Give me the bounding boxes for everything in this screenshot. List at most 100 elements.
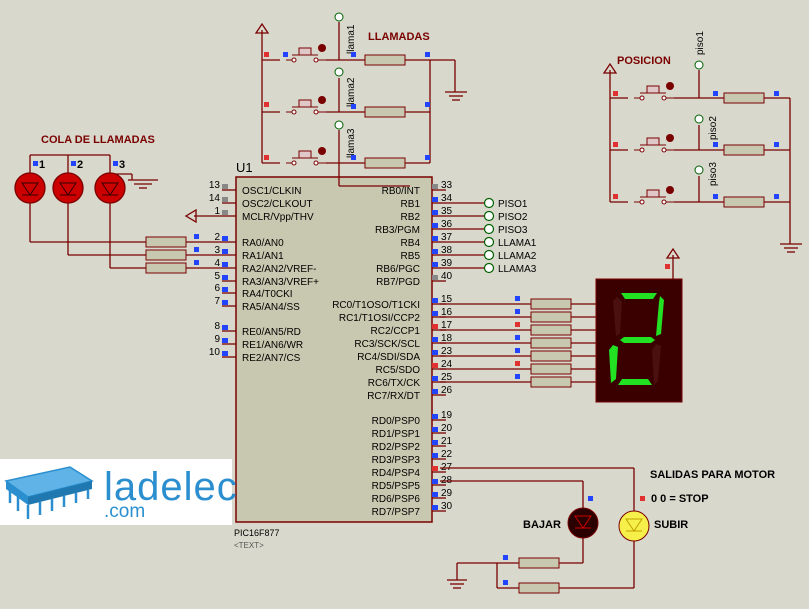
pin-number: 18 [441,333,453,344]
net-label-llama2: LLAMA2 [446,249,537,262]
probe-markers [194,52,779,585]
switch-label-llama1: llama1 [346,24,357,54]
pin-name: RB4 [401,238,421,249]
logo-domain: .com [104,501,146,522]
segment-e [609,345,618,383]
call-button-3[interactable] [280,147,326,167]
net-label-text: PISO2 [498,212,528,223]
pin-name: RD0/PSP0 [372,416,421,427]
net-label-text: PISO3 [498,225,528,236]
pin-name: RC3/SCK/SCL [354,339,420,350]
call-button-1[interactable] [280,44,326,64]
pin-name: RB6/PGC [376,264,420,275]
motor-wires [440,467,635,589]
pin-name: RD6/PSP6 [372,494,421,505]
pin-name: RC7/RX/DT [367,391,420,402]
pin-number: 13 [209,180,221,191]
bajar-label: BAJAR [523,519,561,531]
pin-name: RA0/AN0 [242,238,284,249]
pin-name: RA4/T0CKI [242,289,293,300]
stop-legend: 0 0 = STOP [651,493,709,505]
pic-chip-body[interactable] [235,176,433,523]
salidas-heading: SALIDAS PARA MOTOR [650,469,775,481]
net-label-piso2: PISO2 [446,210,528,223]
pin-name: RD3/PSP3 [372,455,421,466]
mclr-pullup [184,208,222,224]
pin-number: 26 [441,385,453,396]
queue-led-3[interactable]: 3 [94,159,126,204]
pin-number: 25 [441,372,453,383]
pin-number: 33 [441,180,453,191]
segment-g [620,337,655,343]
queue-led-label: 3 [119,159,125,171]
llamadas-heading: LLAMADAS [368,31,430,43]
pin-name: RA3/AN3/VREF+ [242,277,319,288]
pin-name: RB5 [401,251,421,262]
pin-number: 19 [441,410,453,421]
cola-heading: COLA DE LLAMADAS [41,134,155,146]
pin-number: 36 [441,219,453,230]
bajar-resistor [518,557,560,569]
posicion-heading: POSICION [617,55,671,67]
net-label-piso3: PISO3 [446,223,528,236]
seven-segment-digit [609,293,664,385]
pin-number: 10 [209,347,221,358]
pin-name: RB7/PGD [376,277,420,288]
pin-number: 38 [441,245,453,256]
display-digit: 2 [0,0,9,4]
pin-name: RD2/PSP2 [372,442,421,453]
pin-name: RA1/AN1 [242,251,284,262]
queue-led-1[interactable]: 1 [14,159,46,204]
cola-wires [29,154,222,269]
pin-name: RE1/AN6/WR [242,340,303,351]
switch-label-piso3: piso3 [708,162,719,186]
pin-name: OSC1/CLKIN [242,186,301,197]
call-button-2[interactable] [280,96,326,116]
floor-button-2[interactable] [628,134,674,154]
pin-name: RD1/PSP1 [372,429,421,440]
pin-number: 24 [441,359,453,370]
pin-name: RE2/AN7/CS [242,353,301,364]
pin-number: 21 [441,436,453,447]
pin-name: OSC2/CLKOUT [242,199,313,210]
pin-name: RD5/PSP5 [372,481,421,492]
pin-number: 39 [441,258,453,269]
pin-number: 2 [214,232,220,243]
queue-led-2[interactable]: 2 [52,159,84,204]
bajar-led[interactable] [567,507,599,539]
floor-button-1[interactable] [628,82,674,102]
net-label-text: LLAMA2 [498,251,537,262]
subir-lamp[interactable] [618,510,650,542]
floor-button-3[interactable] [628,186,674,206]
pin-name: RA5/AN4/SS [242,302,300,313]
llamadas-probes [334,12,344,130]
segment-a [621,293,657,299]
